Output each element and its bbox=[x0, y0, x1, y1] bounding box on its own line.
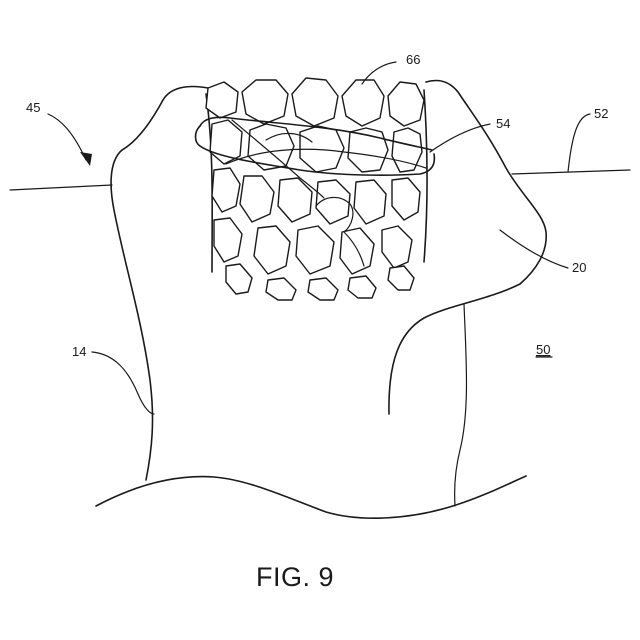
stent-cell bbox=[316, 180, 350, 224]
stent-cell bbox=[214, 218, 242, 262]
stent-cell bbox=[278, 178, 312, 222]
ref-label-14: 14 bbox=[72, 344, 86, 359]
leader-52 bbox=[568, 114, 590, 172]
leader-14 bbox=[92, 352, 154, 414]
stent-cell bbox=[382, 226, 412, 268]
stent-front-contour bbox=[424, 90, 427, 262]
ref-label-54: 54 bbox=[496, 116, 510, 131]
stent-cell bbox=[388, 82, 424, 126]
arrowhead-45 bbox=[80, 152, 92, 166]
stent-cell bbox=[340, 228, 374, 274]
leader-54 bbox=[430, 124, 490, 152]
ref-label-50: 50 bbox=[536, 342, 550, 357]
ref-label-66: 66 bbox=[406, 52, 420, 67]
ref-label-20: 20 bbox=[572, 260, 586, 275]
stent-cell bbox=[392, 178, 420, 220]
stent-cell bbox=[342, 80, 384, 126]
stent-cell bbox=[388, 266, 414, 290]
ref-label-52: 52 bbox=[594, 106, 608, 121]
left-wall-outline bbox=[111, 87, 208, 481]
leader-45 bbox=[48, 114, 86, 160]
leader-20 bbox=[500, 230, 568, 268]
band-left-cap bbox=[196, 126, 201, 146]
stent-frame bbox=[206, 78, 427, 300]
stent-cell bbox=[308, 278, 338, 300]
stent-cell bbox=[266, 278, 296, 300]
base-curve bbox=[96, 476, 526, 518]
stent-cell bbox=[242, 80, 288, 124]
stent-cell bbox=[226, 264, 252, 294]
stent-cell bbox=[348, 276, 376, 298]
interior-ridge bbox=[455, 304, 467, 506]
stent-cell bbox=[296, 226, 334, 274]
plane-line-right bbox=[512, 170, 630, 174]
plane-line-left bbox=[10, 185, 112, 190]
stent-cell bbox=[354, 180, 386, 224]
stent-cell bbox=[212, 168, 240, 212]
stent-back-contour bbox=[206, 94, 212, 272]
stent-cell bbox=[210, 120, 242, 164]
ref-label-45: 45 bbox=[26, 100, 40, 115]
stent-cell bbox=[206, 82, 238, 118]
stent-cell bbox=[240, 176, 274, 222]
stent-cell bbox=[292, 78, 338, 126]
stent-cell bbox=[254, 226, 290, 274]
figure-caption: FIG. 9 bbox=[256, 562, 334, 592]
